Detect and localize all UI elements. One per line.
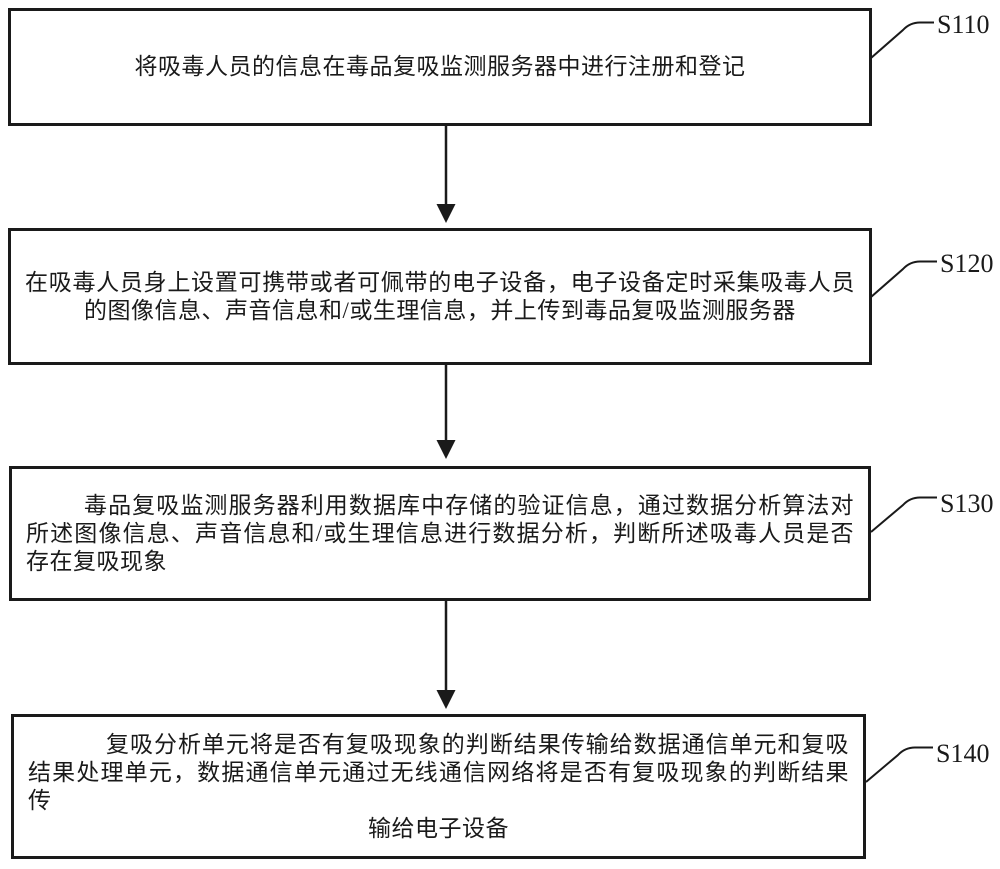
step-text-line: 将吸毒人员的信息在毒品复吸监测服务器中进行注册和登记 — [134, 54, 746, 79]
step-label-s130: S130 — [940, 489, 994, 518]
step-label-s140: S140 — [936, 739, 990, 768]
label-connector-s130 — [870, 496, 937, 533]
step-box-s110: 将吸毒人员的信息在毒品复吸监测服务器中进行注册和登记 — [8, 8, 872, 126]
down-arrow-2 — [436, 364, 456, 459]
down-arrow-1 — [436, 126, 456, 223]
step-text-line: 存在复吸现象 — [26, 548, 167, 574]
step-text-line: 结果处理单元，数据通信单元通过无线通信网络将是否有复吸现象的判断结果传 — [28, 759, 849, 813]
step-text-line: 的图像信息、声音信息和/或生理信息，并上传到毒品复吸监测服务器 — [84, 297, 796, 323]
label-connector-s120 — [870, 260, 937, 298]
step-text-line: 所述图像信息、声音信息和/或生理信息进行数据分析，判断所述吸毒人员是否 — [26, 520, 854, 546]
step-text-line: 在吸毒人员身上设置可携带或者可佩带的电子设备，电子设备定时采集吸毒人员 — [25, 269, 855, 295]
step-label-s120: S120 — [940, 249, 994, 278]
step-box-s130: 毒品复吸监测服务器利用数据库中存储的验证信息，通过数据分析算法对 所述图像信息、… — [9, 466, 871, 601]
step-text-line: 输给电子设备 — [368, 815, 509, 841]
step-box-s120: 在吸毒人员身上设置可携带或者可佩带的电子设备，电子设备定时采集吸毒人员 的图像信… — [8, 228, 872, 365]
step-label-s110: S110 — [937, 10, 990, 39]
step-text-line: 毒品复吸监测服务器利用数据库中存储的验证信息，通过数据分析算法对 — [84, 492, 854, 518]
label-connector-s140 — [865, 746, 933, 783]
step-text-line: 复吸分析单元将是否有复吸现象的判断结果传输给数据通信单元和复吸 — [106, 731, 849, 757]
step-box-s140: 复吸分析单元将是否有复吸现象的判断结果传输给数据通信单元和复吸 结果处理单元，数… — [11, 714, 866, 859]
label-connector-s110 — [870, 21, 934, 59]
down-arrow-3 — [436, 601, 456, 709]
